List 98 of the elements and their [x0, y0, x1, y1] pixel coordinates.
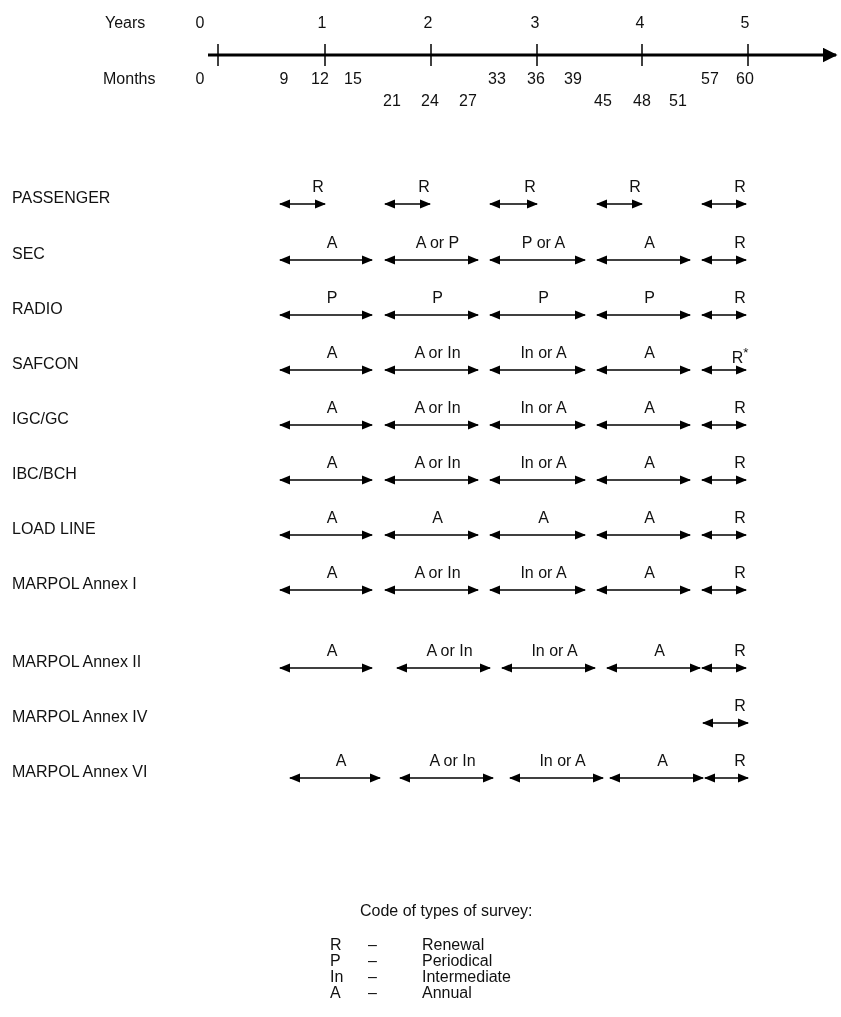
survey-code: R — [734, 509, 746, 527]
survey-code: A — [326, 454, 338, 472]
legend-dash: – — [368, 936, 377, 954]
survey-code: P or A — [521, 234, 566, 252]
tick-label: 1 — [317, 14, 327, 32]
legend-description: Periodical — [422, 952, 493, 970]
tick-label: 12 — [311, 70, 329, 88]
survey-code: R — [734, 642, 746, 660]
row-label: MARPOL Annex IV — [12, 708, 148, 726]
legend-code: In — [330, 968, 344, 986]
survey-code: A — [538, 509, 549, 527]
survey-code: R — [629, 178, 641, 196]
tick-label: 33 — [488, 70, 506, 88]
axis-label: Months — [103, 70, 156, 88]
tick-label: 0 — [195, 14, 205, 32]
tick-label: 9 — [279, 70, 289, 88]
row-label: MARPOL Annex I — [12, 575, 137, 593]
legend-dash: – — [368, 952, 377, 970]
survey-code: A — [326, 344, 338, 362]
survey-code: A or In — [429, 752, 476, 770]
survey-code: R — [418, 178, 430, 196]
survey-code: R — [734, 697, 746, 715]
survey-code: A or In — [414, 454, 461, 472]
survey-code: P — [644, 289, 655, 307]
tick-label: 45 — [594, 92, 612, 110]
survey-code: A or In — [414, 399, 461, 417]
legend-title: Code of types of survey: — [360, 902, 533, 920]
survey-code: R — [734, 564, 746, 582]
survey-code: In or A — [520, 344, 567, 362]
row-label: LOAD LINE — [12, 520, 96, 538]
tick-label: 0 — [195, 70, 205, 88]
survey-code: In or A — [520, 399, 567, 417]
survey-code: A — [644, 344, 655, 362]
survey-code: A — [654, 642, 665, 660]
survey-code: A — [432, 509, 443, 527]
row-label: MARPOL Annex II — [12, 653, 142, 671]
tick-label: 4 — [635, 14, 645, 32]
survey-code: A — [335, 752, 347, 770]
row-label: MARPOL Annex VI — [12, 763, 148, 781]
tick-label: 15 — [344, 70, 362, 88]
legend-description: Renewal — [422, 936, 485, 954]
survey-code: P — [326, 289, 338, 307]
survey-code: A — [644, 399, 655, 417]
tick-label: 3 — [530, 14, 540, 32]
survey-code: A or In — [426, 642, 473, 660]
legend-dash: – — [368, 984, 377, 1002]
survey-code: R — [312, 178, 324, 196]
survey-code: In or A — [520, 454, 567, 472]
legend-description: Annual — [422, 984, 472, 1002]
survey-code: A or In — [414, 564, 461, 582]
survey-code: A — [644, 454, 655, 472]
survey-code: A — [657, 752, 668, 770]
survey-code: P — [432, 289, 443, 307]
legend-dash: – — [368, 968, 377, 986]
legend-code: P — [330, 952, 341, 970]
tick-label: 60 — [736, 70, 754, 88]
row-label: RADIO — [12, 300, 63, 318]
tick-label: 57 — [701, 70, 719, 88]
survey-code: A — [644, 234, 655, 252]
legend-description: Intermediate — [422, 968, 511, 986]
row-label: PASSENGER — [12, 189, 111, 207]
survey-code: R$^{*}$ — [731, 344, 749, 368]
survey-code: A — [326, 642, 338, 660]
survey-code: A or P — [415, 234, 460, 252]
row-label: IGC/GC — [12, 410, 69, 428]
survey-code: A or In — [414, 344, 461, 362]
survey-code: A — [326, 234, 338, 252]
survey-code: In or A — [539, 752, 586, 770]
tick-label: 27 — [459, 92, 477, 110]
survey-code: R — [524, 178, 536, 196]
tick-label: 24 — [421, 92, 439, 110]
tick-label: 39 — [564, 70, 582, 88]
legend-code: A — [330, 984, 341, 1002]
survey-code: P — [538, 289, 549, 307]
tick-label: 51 — [669, 92, 687, 110]
tick-label: 5 — [740, 14, 750, 32]
row-label: SAFCON — [12, 355, 79, 373]
legend-code: R — [330, 936, 342, 954]
survey-code: R — [734, 454, 746, 472]
survey-code: R — [734, 752, 746, 770]
survey-code: In or A — [520, 564, 567, 582]
tick-label: 21 — [383, 92, 401, 110]
row-label: IBC/BCH — [12, 465, 77, 483]
tick-label: 48 — [633, 92, 651, 110]
survey-code: In or A — [531, 642, 578, 660]
survey-code: R — [734, 234, 746, 252]
axis-label: Years — [105, 14, 146, 32]
survey-code: A — [326, 509, 338, 527]
survey-code: R — [734, 178, 746, 196]
survey-code: A — [326, 399, 338, 417]
row-label: SEC — [12, 245, 45, 263]
survey-code: A — [326, 564, 338, 582]
survey-code: R — [734, 399, 746, 417]
tick-label: 36 — [527, 70, 545, 88]
tick-label: 2 — [423, 14, 433, 32]
survey-code: A — [644, 509, 655, 527]
survey-code: R — [734, 289, 746, 307]
survey-code: A — [644, 564, 655, 582]
